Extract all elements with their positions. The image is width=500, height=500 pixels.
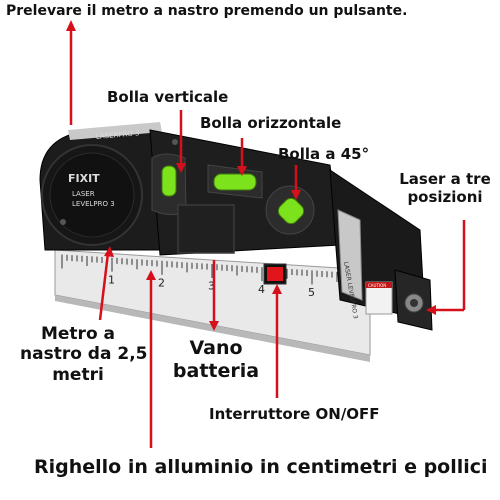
power-switch bbox=[267, 267, 283, 281]
callout-tape-line1: Metro a bbox=[40, 324, 116, 344]
callout-horizontal-bubble: Bolla orizzontale bbox=[200, 114, 342, 132]
callout-45-bubble: Bolla a 45° bbox=[278, 145, 370, 163]
callout-laser: Laser a tre posizioni bbox=[392, 170, 498, 206]
callout-tape-button: Prelevare il metro a nastro premendo un … bbox=[6, 3, 408, 19]
45-bubble-vial bbox=[277, 197, 305, 225]
ruler-number: 5 bbox=[308, 286, 315, 299]
callout-laser-line1: Laser a tre bbox=[399, 170, 491, 188]
callout-ruler: Righello in alluminio in centimetri e po… bbox=[34, 456, 488, 478]
tape-label-text: LASERPRO 3 bbox=[95, 129, 139, 141]
callout-tape-measure: Metro a nastro da 2,5 metri bbox=[20, 324, 148, 385]
callout-battery-line2: batteria bbox=[172, 359, 260, 382]
callout-laser-line2: posizioni bbox=[407, 188, 483, 206]
ruler-number: 1 bbox=[108, 273, 115, 286]
callout-battery-line1: Vano bbox=[189, 337, 243, 359]
model-small-text: LASER bbox=[72, 190, 95, 198]
callout-tape-line2: nastro da 2,5 bbox=[20, 344, 148, 365]
vertical-bubble-vial bbox=[161, 165, 177, 197]
ruler-number: 3 bbox=[208, 280, 215, 293]
ruler-strip: 123456 bbox=[54, 249, 371, 362]
callout-vertical-bubble: Bolla verticale bbox=[107, 88, 229, 106]
model-text: LEVELPRO 3 bbox=[72, 200, 115, 208]
callout-arrows bbox=[66, 20, 466, 448]
callout-battery: Vano batteria bbox=[168, 337, 264, 383]
ruler-number: 4 bbox=[258, 283, 265, 296]
callout-switch: Interruttore ON/OFF bbox=[209, 405, 380, 423]
horizontal-bubble-vial bbox=[213, 173, 257, 191]
bubbles bbox=[161, 165, 305, 225]
caution-text: CAUTION bbox=[368, 283, 386, 288]
callout-tape-line3: metri bbox=[52, 364, 104, 385]
brand-text: FIXIT bbox=[68, 172, 100, 185]
ruler-number: 2 bbox=[158, 277, 165, 290]
battery-cover bbox=[177, 204, 235, 254]
